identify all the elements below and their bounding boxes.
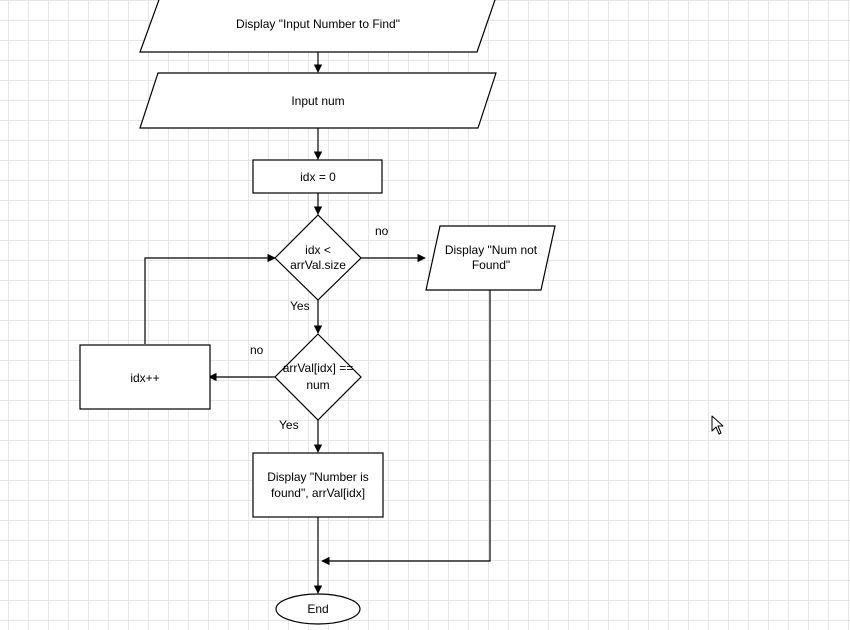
node-inc-idx-label: idx++ <box>130 371 159 385</box>
node-init-idx-label: idx = 0 <box>300 170 336 184</box>
edge-label-loop-yes: Yes <box>290 299 310 313</box>
node-inc-idx[interactable]: idx++ <box>79 344 211 410</box>
node-loop-check-line1: idx < <box>305 243 331 257</box>
node-found-line1: Display "Number is <box>267 470 369 484</box>
node-match-check-line1: arrVal[idx] == <box>283 361 353 375</box>
flow-edges <box>144 52 491 594</box>
edge-label-match-no: no <box>250 343 264 357</box>
node-match-check-line2: num <box>306 378 329 392</box>
node-not-found[interactable]: Display "Num not Found" <box>425 225 556 291</box>
edge-label-match-yes: Yes <box>279 418 299 432</box>
mouse-pointer-icon <box>711 415 724 435</box>
node-input-num-label: Input num <box>291 94 344 108</box>
node-end[interactable]: End <box>275 593 361 625</box>
node-input-num[interactable]: Input num <box>139 72 497 129</box>
node-end-label: End <box>307 602 328 616</box>
node-found[interactable]: Display "Number is found", arrVal[idx] <box>252 452 384 518</box>
node-loop-check-line2: arrVal.size <box>290 258 346 272</box>
node-display-prompt[interactable]: Display "Input Number to Find" <box>139 0 496 53</box>
edge-notfound-to-end <box>321 290 491 566</box>
node-match-check[interactable]: arrVal[idx] == num <box>274 333 362 421</box>
node-loop-check[interactable]: idx < arrVal.size <box>274 214 362 301</box>
node-init-idx[interactable]: idx = 0 <box>252 159 383 194</box>
node-not-found-line2: Found" <box>472 258 510 272</box>
node-display-prompt-label: Display "Input Number to Find" <box>236 17 400 31</box>
node-not-found-line1: Display "Num not <box>445 243 538 257</box>
node-found-line2: found", arrVal[idx] <box>271 486 365 500</box>
edge-inc-back-to-loop <box>144 253 276 344</box>
edge-label-loop-no: no <box>375 224 389 238</box>
